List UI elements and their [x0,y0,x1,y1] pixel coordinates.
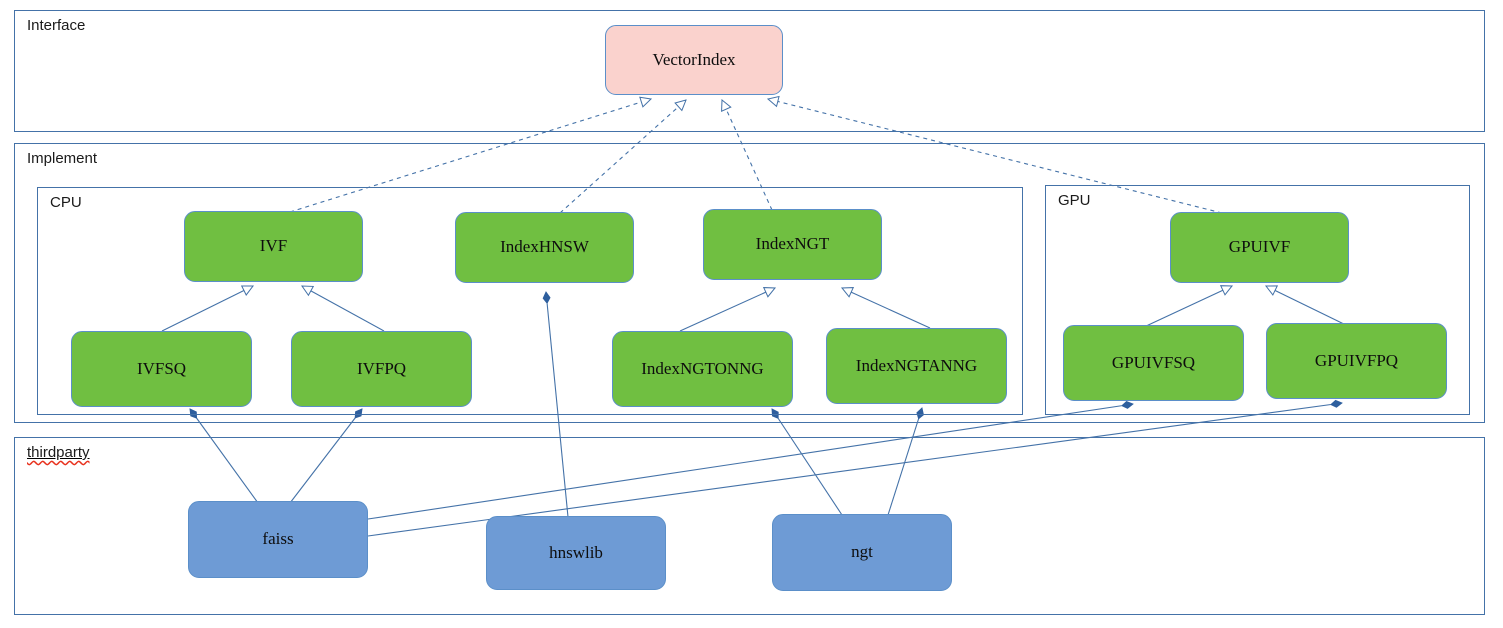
node-hnswlib-label: hnswlib [549,542,603,562]
group-interface: Interface [14,10,1485,132]
node-indexngtonng-label: IndexNGTONNG [641,358,764,378]
node-gpuivfsq[interactable]: GPUIVFSQ [1063,325,1244,401]
group-implement-label: Implement [27,150,98,167]
node-ivfsq-label: IVFSQ [136,358,187,378]
node-gpuivf-label: GPUIVF [1228,237,1291,257]
node-faiss[interactable]: faiss [188,501,368,578]
group-cpu-label: CPU [50,194,82,211]
node-faiss-label: faiss [262,529,294,549]
node-hnswlib[interactable]: hnswlib [486,516,666,590]
node-ivf[interactable]: IVF [184,211,363,282]
group-gpu-label: GPU [1058,192,1091,209]
node-indexhnsw[interactable]: IndexHNSW [455,212,634,283]
node-ivfpq-label: IVFPQ [356,358,407,378]
node-gpuivfsq-label: GPUIVFSQ [1111,352,1196,372]
node-indexngtanng-label: IndexNGTANNG [855,355,978,375]
node-ngt-label: ngt [851,542,873,562]
group-gpu: GPU [1045,185,1470,415]
group-thirdparty-label: thirdparty [27,444,90,461]
node-gpuivfpq-label: GPUIVFPQ [1314,350,1399,370]
node-vectorindex-label: VectorIndex [652,49,736,69]
node-indexngtanng[interactable]: IndexNGTANNG [826,328,1007,404]
group-interface-label: Interface [27,17,86,34]
node-ivfsq[interactable]: IVFSQ [71,331,252,407]
node-gpuivf[interactable]: GPUIVF [1170,212,1349,283]
node-gpuivfpq[interactable]: GPUIVFPQ [1266,323,1447,399]
group-thirdparty: thirdparty thirdparty [14,437,1485,615]
node-vectorindex[interactable]: VectorIndex [605,25,783,95]
node-indexngt[interactable]: IndexNGT [703,209,882,280]
node-ngt[interactable]: ngt [772,514,952,591]
group-implement: Implement [14,143,1485,423]
node-ivf-label: IVF [259,236,288,256]
node-indexngt-label: IndexNGT [755,234,830,254]
node-ivfpq[interactable]: IVFPQ [291,331,472,407]
node-indexhnsw-label: IndexHNSW [500,237,589,257]
group-cpu: CPU [37,187,1023,415]
node-indexngtonng[interactable]: IndexNGTONNG [612,331,793,407]
